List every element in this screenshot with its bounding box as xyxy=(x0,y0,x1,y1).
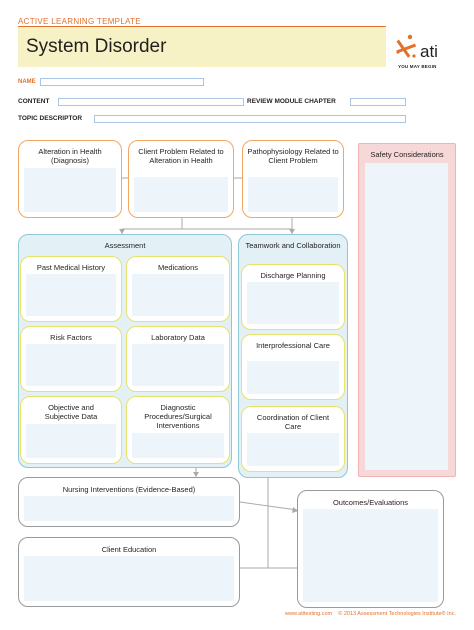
outcomes-evaluations-input[interactable] xyxy=(303,509,438,602)
alteration-in-health-box[interactable]: Alteration in Health (Diagnosis) xyxy=(18,140,122,218)
topic-descriptor-label: TOPIC DESCRIPTOR xyxy=(18,115,83,122)
pathophysiology-label: Pathophysiology Related to Client Proble… xyxy=(247,147,339,165)
header-rule xyxy=(18,26,386,27)
page-title: System Disorder xyxy=(26,36,167,57)
objective-subjective-data-input[interactable] xyxy=(26,424,116,458)
client-problem-box[interactable]: Client Problem Related to Alteration in … xyxy=(128,140,234,218)
assessment-label: Assessment xyxy=(104,241,146,250)
nursing-interventions-box[interactable]: Nursing Interventions (Evidence-Based) xyxy=(18,477,240,527)
discharge-planning-box[interactable]: Discharge Planning xyxy=(241,264,345,330)
safety-considerations-label: Safety Considerations xyxy=(370,150,444,159)
template-label: ACTIVE LEARNING TEMPLATE xyxy=(18,17,141,26)
safety-considerations-input[interactable] xyxy=(365,163,448,470)
outcomes-evaluations-box[interactable]: Outcomes/Evaluations xyxy=(297,490,444,608)
alteration-in-health-input[interactable] xyxy=(24,168,116,212)
topic-descriptor-field[interactable] xyxy=(94,115,406,123)
past-medical-history-box[interactable]: Past Medical History xyxy=(20,256,122,322)
risk-factors-input[interactable] xyxy=(26,344,116,386)
risk-factors-label: Risk Factors xyxy=(50,333,92,342)
teamwork-collaboration-label: Teamwork and Collaboration xyxy=(245,241,341,250)
medications-label: Medications xyxy=(157,263,199,272)
coordination-client-care-box[interactable]: Coordination of Client Care xyxy=(241,406,345,472)
outcomes-evaluations-label: Outcomes/Evaluations xyxy=(332,498,409,507)
coordination-client-care-input[interactable] xyxy=(247,433,339,466)
review-chapter-label: REVIEW MODULE CHAPTER xyxy=(247,98,336,105)
past-medical-history-input[interactable] xyxy=(26,274,116,316)
nursing-interventions-input[interactable] xyxy=(24,496,234,521)
objective-subjective-data-box[interactable]: Objective and Subjective Data xyxy=(20,396,122,464)
laboratory-data-input[interactable] xyxy=(132,344,224,386)
interprofessional-care-box[interactable]: Interprofessional Care xyxy=(241,334,345,400)
content-field[interactable] xyxy=(58,98,244,106)
past-medical-history-label: Past Medical History xyxy=(36,263,106,272)
footer-website: www.atitesting.com xyxy=(285,611,333,617)
client-education-input[interactable] xyxy=(24,556,234,601)
name-field[interactable] xyxy=(40,78,204,86)
name-label: NAME xyxy=(18,79,36,85)
interprofessional-care-label: Interprofessional Care xyxy=(256,341,330,350)
title-band xyxy=(18,27,386,67)
interprofessional-care-input[interactable] xyxy=(247,361,339,394)
safety-considerations-box[interactable]: Safety Considerations xyxy=(358,143,456,477)
client-education-box[interactable]: Client Education xyxy=(18,537,240,607)
coordination-client-care-label: Coordination of Client Care xyxy=(256,413,330,431)
medications-box[interactable]: Medications xyxy=(126,256,230,322)
footer: www.atitesting.com © 2013 Assessment Tec… xyxy=(230,611,456,617)
client-problem-label: Client Problem Related to Alteration in … xyxy=(138,147,224,165)
nursing-interventions-label: Nursing Interventions (Evidence-Based) xyxy=(62,485,196,494)
client-problem-input[interactable] xyxy=(134,177,228,212)
alteration-in-health-label: Alteration in Health (Diagnosis) xyxy=(38,147,102,165)
discharge-planning-input[interactable] xyxy=(247,282,339,324)
review-chapter-field[interactable] xyxy=(350,98,406,106)
laboratory-data-label: Laboratory Data xyxy=(151,333,205,342)
content-label: CONTENT xyxy=(18,98,50,105)
client-education-label: Client Education xyxy=(101,545,157,554)
diagnostic-procedures-input[interactable] xyxy=(132,433,224,458)
logo-text: ati xyxy=(420,42,438,61)
diagnostic-procedures-box[interactable]: Diagnostic Procedures/Surgical Intervent… xyxy=(126,396,230,464)
footer-copyright: © 2013 Assessment Technologies Institute… xyxy=(338,611,456,617)
pathophysiology-box[interactable]: Pathophysiology Related to Client Proble… xyxy=(242,140,344,218)
objective-subjective-data-label: Objective and Subjective Data xyxy=(44,403,98,421)
laboratory-data-box[interactable]: Laboratory Data xyxy=(126,326,230,392)
pathophysiology-input[interactable] xyxy=(248,177,338,212)
risk-factors-box[interactable]: Risk Factors xyxy=(20,326,122,392)
logo-mark-icon xyxy=(396,34,417,58)
diagnostic-procedures-label: Diagnostic Procedures/Surgical Intervent… xyxy=(144,403,212,430)
medications-input[interactable] xyxy=(132,274,224,316)
ati-logo: ati xyxy=(396,34,438,61)
logo-tagline: YOU MAY BEGIN xyxy=(398,64,437,69)
discharge-planning-label: Discharge Planning xyxy=(260,271,326,280)
